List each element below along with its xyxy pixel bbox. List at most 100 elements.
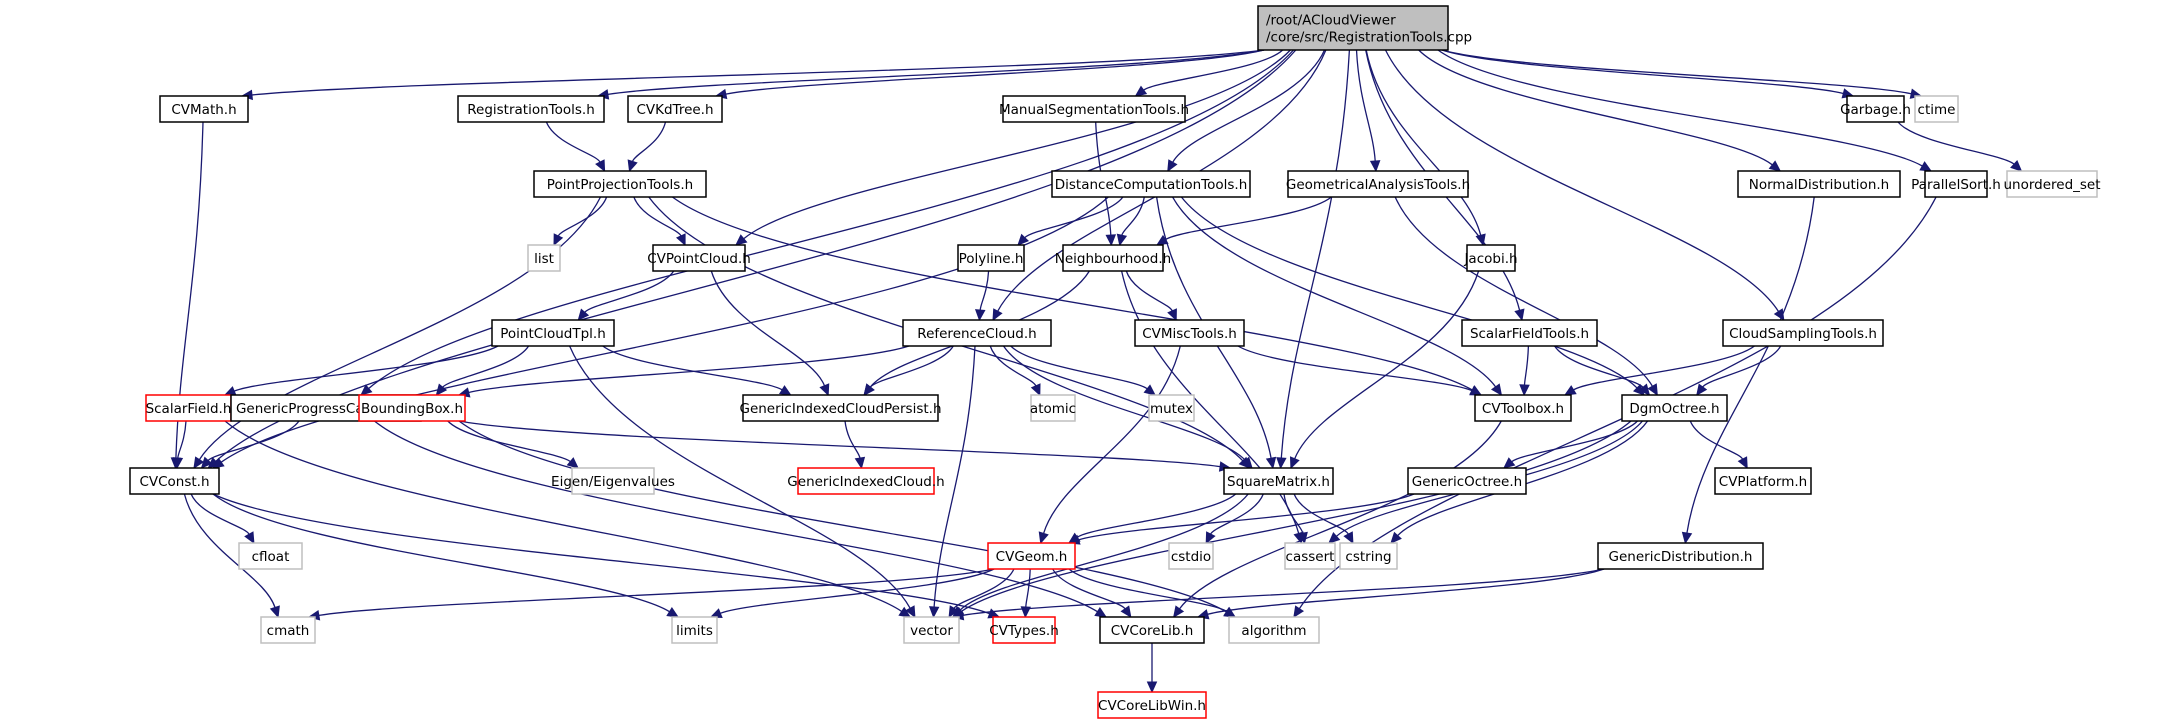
edge-root-to-cvkd-tree	[725, 49, 1265, 95]
node-bounding-box[interactable]: BoundingBox.h	[358, 394, 466, 422]
node-box	[902, 319, 1052, 347]
node-label: ParallelSort.h	[1911, 177, 2001, 193]
node-registration-tools-h[interactable]: RegistrationTools.h	[457, 95, 605, 123]
node-box	[1461, 319, 1598, 347]
node-square-matrix[interactable]: SquareMatrix.h	[1223, 467, 1334, 495]
arrowhead-icon	[928, 606, 940, 619]
edge-polyline-to-reference-cloud	[979, 270, 990, 311]
arrowhead-icon	[435, 383, 448, 396]
node-cvplatform[interactable]: CVPlatform.h	[1714, 467, 1812, 495]
edge-dgm-octree-to-vector	[960, 420, 1632, 612]
arrowhead-icon	[1017, 233, 1029, 246]
node-box	[533, 170, 707, 198]
node-cvtypes[interactable]: CVTypes.h	[989, 616, 1059, 644]
node-dgm-octree[interactable]: DgmOctree.h	[1621, 394, 1728, 422]
arrowhead-icon	[1638, 383, 1651, 396]
node-cvcore-lib-win[interactable]: CVCoreLibWin.h	[1097, 691, 1207, 719]
node-jacobi[interactable]: Jacobi.h	[1463, 244, 1518, 272]
node-parallel-sort[interactable]: ParallelSort.h	[1911, 170, 2001, 198]
edge-point-projection-tools-to-list	[557, 196, 608, 237]
edge-root-to-ctime	[1441, 49, 1912, 95]
arrowhead-icon	[1205, 531, 1216, 545]
edge-generic-progress-callback-to-cvcore-lib	[373, 420, 1098, 613]
edge-cvconst-to-cvtypes	[212, 493, 990, 615]
node-label: GenericIndexedCloudPersist.h	[739, 401, 941, 417]
arrowhead-icon	[992, 308, 1003, 322]
arrowhead-icon	[1094, 606, 1108, 618]
node-cvkd-tree[interactable]: CVKdTree.h	[627, 95, 723, 123]
node-generic-indexed-cloud-persist[interactable]: GenericIndexedCloudPersist.h	[739, 394, 942, 422]
node-cvmath[interactable]: CVMath.h	[159, 95, 249, 123]
edge-generic-distribution-to-cvcore-lib	[1207, 568, 1605, 615]
node-label: SquareMatrix.h	[1227, 474, 1330, 490]
node-point-projection-tools[interactable]: PointProjectionTools.h	[533, 170, 707, 198]
node-label: CVPlatform.h	[1719, 474, 1807, 490]
arrowhead-icon	[709, 608, 723, 619]
node-root[interactable]: /root/ACloudViewer/core/src/Registration…	[1257, 5, 1472, 51]
edge-cloud-sampling-tools-to-dgm-octree	[1702, 345, 1782, 388]
edge-root-to-distance-computation-tools	[1172, 49, 1326, 163]
node-cvpoint-cloud[interactable]: CVPointCloud.h	[647, 244, 751, 272]
arrowhead-icon	[1737, 456, 1748, 470]
node-ctime: ctime	[1914, 95, 1959, 123]
node-label: Eigen/Eigenvalues	[551, 474, 675, 490]
arrowhead-icon	[1105, 234, 1117, 247]
node-box	[491, 319, 615, 347]
node-box	[1030, 394, 1076, 422]
node-scalar-field[interactable]: ScalarField.h	[145, 394, 232, 422]
node-cvmisc-tools[interactable]: CVMiscTools.h	[1134, 319, 1245, 347]
node-neighbourhood[interactable]: Neighbourhood.h	[1055, 244, 1171, 272]
node-eigen-eigenvalues: Eigen/Eigenvalues	[551, 467, 675, 495]
edge-root-to-garbage	[1441, 49, 1844, 95]
node-box	[1134, 319, 1245, 347]
node-box	[1737, 170, 1901, 198]
node-label: CVCoreLib.h	[1111, 623, 1194, 639]
node-label: cfloat	[252, 549, 290, 565]
edge-scalar-field-to-vector	[224, 420, 903, 612]
arrowhead-icon	[1038, 531, 1049, 545]
arrowhead-icon	[1116, 233, 1128, 247]
node-box	[1722, 319, 1884, 347]
node-cvconst[interactable]: CVConst.h	[129, 467, 220, 495]
node-cvgeom[interactable]: CVGeom.h	[987, 542, 1076, 570]
arrowhead-icon	[1223, 606, 1237, 618]
node-box	[627, 95, 723, 123]
node-garbage[interactable]: Garbage.h	[1840, 95, 1911, 123]
edge-cvgeom-to-vector	[953, 568, 1015, 609]
edge-cvgeom-to-cvtypes	[1025, 568, 1031, 608]
node-cvtoolbox[interactable]: CVToolbox.h	[1474, 394, 1572, 422]
edge-cloud-sampling-tools-to-cvtoolbox	[1573, 345, 1755, 391]
arrowhead-icon	[1919, 161, 1933, 172]
node-label: CloudSamplingTools.h	[1729, 326, 1877, 342]
node-point-cloud-tpl[interactable]: PointCloudTpl.h	[491, 319, 615, 347]
node-cloud-sampling-tools[interactable]: CloudSamplingTools.h	[1722, 319, 1884, 347]
node-scalar-field-tools[interactable]: ScalarFieldTools.h	[1461, 319, 1598, 347]
node-generic-octree[interactable]: GenericOctree.h	[1407, 467, 1527, 495]
node-manual-segmentation-tools[interactable]: ManualSegmentationTools.h	[999, 95, 1189, 123]
edge-registration-tools-h-to-point-projection-tools	[545, 121, 601, 163]
node-generic-distribution[interactable]: GenericDistribution.h	[1597, 542, 1764, 570]
node-geometrical-analysis-tools[interactable]: GeometricalAnalysisTools.h	[1286, 170, 1470, 198]
node-cvcore-lib[interactable]: CVCoreLib.h	[1099, 616, 1205, 644]
edge-neighbourhood-to-cassert	[1120, 270, 1300, 534]
node-label: cassert	[1286, 549, 1335, 565]
arrowhead-icon	[2010, 159, 2023, 172]
arrowhead-icon	[905, 605, 916, 619]
node-label: PointCloudTpl.h	[500, 326, 606, 342]
edge-normal-distribution-to-generic-distribution	[1686, 196, 1815, 534]
node-box	[1051, 170, 1251, 198]
arrowhead-icon	[854, 456, 866, 470]
node-generic-indexed-cloud[interactable]: GenericIndexedCloud.h	[787, 467, 945, 495]
node-label: CVPointCloud.h	[647, 251, 751, 267]
node-reference-cloud[interactable]: ReferenceCloud.h	[902, 319, 1052, 347]
node-polyline[interactable]: Polyline.h	[957, 244, 1025, 272]
node-vector: vector	[903, 616, 960, 644]
edge-bounding-box-to-square-matrix	[458, 420, 1221, 468]
arrowhead-icon	[735, 234, 748, 246]
node-box	[1914, 95, 1959, 123]
node-distance-computation-tools[interactable]: DistanceComputationTools.h	[1051, 170, 1251, 198]
node-normal-distribution[interactable]: NormalDistribution.h	[1737, 170, 1901, 198]
arrowhead-icon	[566, 457, 579, 469]
edge-square-matrix-to-cassert	[1283, 493, 1304, 534]
